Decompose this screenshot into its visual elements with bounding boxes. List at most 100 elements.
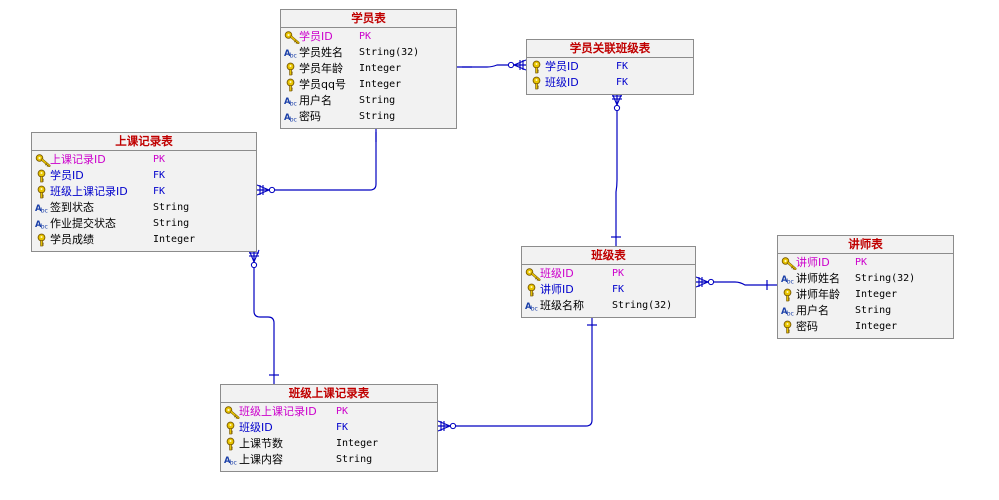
- attribute-name: 用户名: [299, 94, 332, 107]
- attribute-name: 签到状态: [50, 201, 94, 214]
- attribute-type: PK: [612, 268, 625, 279]
- attribute-name: 班级上课记录ID: [239, 405, 317, 418]
- attribute-row[interactable]: 班级ID FK: [527, 75, 693, 91]
- many-cardinality-mark: [507, 59, 527, 71]
- attribute-row[interactable]: 讲师ID PK: [778, 255, 953, 271]
- entity-title: 班级上课记录表: [221, 385, 437, 403]
- entity-title: 上课记录表: [32, 133, 256, 151]
- svg-text:bc: bc: [41, 208, 49, 215]
- attribute-name: 班级ID: [545, 76, 579, 89]
- attribute-name: 学员ID: [545, 60, 579, 73]
- attribute-row[interactable]: 班级上课记录ID PK: [221, 404, 437, 420]
- key-field-icon: [35, 185, 51, 199]
- svg-text:bc: bc: [531, 306, 539, 313]
- svg-text:A: A: [284, 97, 291, 107]
- key-field-icon: [530, 76, 546, 90]
- primary-key-icon: [781, 256, 797, 270]
- relationship-student-attendance[interactable]: [256, 127, 377, 196]
- attribute-type: FK: [616, 77, 629, 88]
- attribute-name: 讲师姓名: [796, 272, 840, 285]
- attribute-name: 作业提交状态: [50, 217, 116, 230]
- relationship-class-class-session[interactable]: [437, 316, 597, 432]
- attribute-type: PK: [855, 257, 868, 268]
- attribute-type: String: [153, 218, 190, 229]
- attribute-name: 讲师ID: [796, 256, 830, 269]
- svg-text:A: A: [224, 456, 231, 466]
- relationship-line: [457, 64, 526, 68]
- many-cardinality-mark: [256, 184, 276, 196]
- attribute-name: 班级ID: [239, 421, 273, 434]
- svg-text:bc: bc: [290, 117, 298, 124]
- relationship-student-student-class[interactable]: [457, 59, 527, 71]
- attribute-row[interactable]: 学员ID PK: [281, 29, 456, 45]
- svg-text:bc: bc: [230, 460, 238, 467]
- attribute-type: PK: [359, 31, 372, 42]
- relationship-class-teacher[interactable]: [695, 276, 777, 290]
- attribute-type: String: [855, 305, 892, 316]
- relationship-student-class-class[interactable]: [611, 92, 623, 246]
- primary-key-icon: [525, 267, 541, 281]
- primary-key-icon: [284, 30, 300, 44]
- svg-text:A: A: [781, 307, 788, 317]
- relationship-line: [696, 281, 777, 286]
- key-field-icon: [530, 60, 546, 74]
- entity-title: 讲师表: [778, 236, 953, 254]
- attribute-name: 学员ID: [299, 30, 333, 43]
- svg-text:A: A: [284, 49, 291, 59]
- attribute-name: 学员成绩: [50, 233, 94, 246]
- svg-text:A: A: [284, 113, 291, 123]
- svg-text:A: A: [525, 302, 532, 312]
- attribute-type: Integer: [359, 63, 402, 74]
- entity-title: 班级表: [522, 247, 695, 265]
- attribute-type: String: [153, 202, 190, 213]
- primary-key-icon: [224, 405, 240, 419]
- relationship-attendance-class-session[interactable]: [248, 249, 279, 384]
- attribute-type: FK: [336, 422, 349, 433]
- attribute-name: 密码: [796, 320, 818, 333]
- attribute-type: PK: [336, 406, 349, 417]
- key-field-icon: [525, 283, 541, 297]
- entity-title: 学员关联班级表: [527, 40, 693, 58]
- many-cardinality-mark: [248, 249, 260, 269]
- attribute-row[interactable]: 班级ID FK: [221, 420, 437, 436]
- attribute-name: 密码: [299, 110, 321, 123]
- attribute-type: Integer: [336, 438, 379, 449]
- svg-text:A: A: [35, 204, 42, 214]
